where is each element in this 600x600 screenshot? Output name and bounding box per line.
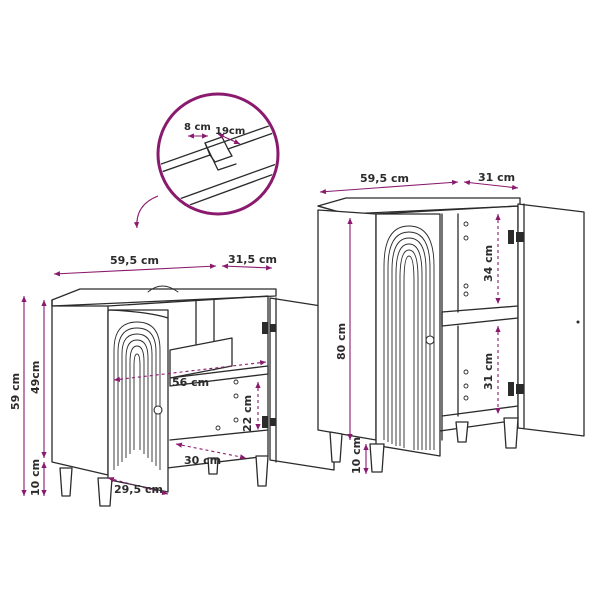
sink-depth-label: 31,5 cm xyxy=(228,253,277,266)
sink-leg-height-label: 10 cm xyxy=(29,459,42,496)
tall-lower-compartment-label: 31 cm xyxy=(482,353,495,390)
sink-inner-width-label: 56 cm xyxy=(172,376,209,389)
sink-bottom-depth-label: 29,5 cm xyxy=(114,483,163,496)
tall-depth-label: 31 cm xyxy=(478,171,515,184)
tall-cabinet-drawing xyxy=(317,197,585,473)
sink-height-label: 59 cm xyxy=(9,373,22,410)
tall-height-label: 80 cm xyxy=(335,323,348,360)
sink-shelf-height-label: 22 cm xyxy=(241,395,254,432)
sink-width-label: 59,5 cm xyxy=(110,254,159,267)
sink-body-height-label: 49cm xyxy=(29,361,42,394)
tall-width-label: 59,5 cm xyxy=(360,172,409,185)
tall-leg-height-label: 10 cm xyxy=(350,437,363,474)
detail-magnifier: 8 cm 19cm xyxy=(156,92,280,216)
sink-inner-depth-label: 30 cm xyxy=(184,454,221,467)
detail-pointer-arrow xyxy=(133,195,159,229)
tall-upper-compartment-label: 34 cm xyxy=(482,245,495,282)
tall-cabinet-dimensions: 59,5 cm 31 cm 80 cm 10 cm 34 cm 31 cm xyxy=(319,171,519,474)
detail-dimension-8cm: 8 cm xyxy=(184,122,211,133)
sink-cabinet-drawing xyxy=(51,285,338,507)
sink-cabinet-dimensions: 59,5 cm 31,5 cm 59 cm 49cm 10 cm 56 cm 2… xyxy=(9,253,277,496)
detail-dimension-19cm: 19cm xyxy=(215,126,245,137)
